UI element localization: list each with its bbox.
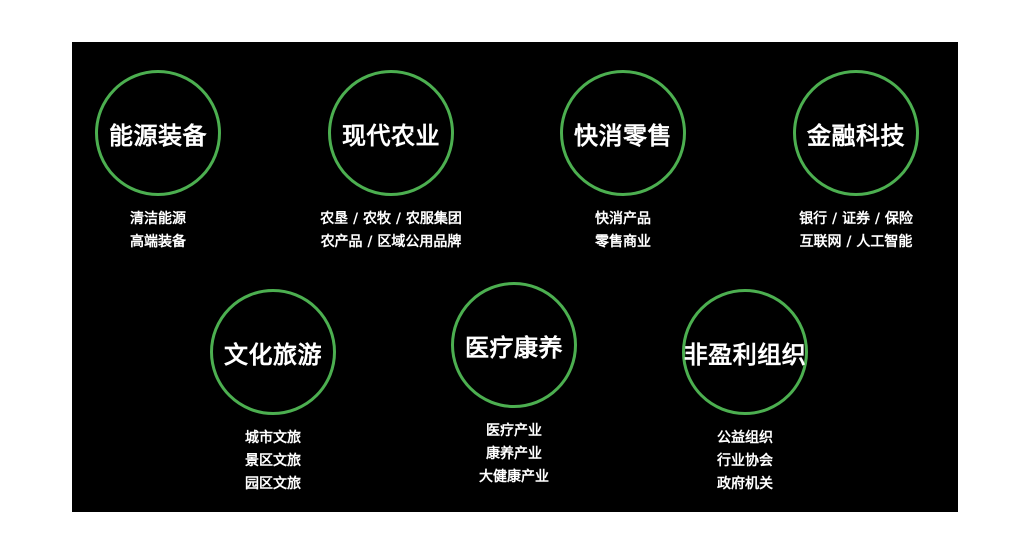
sector-item: 景区文旅 — [245, 453, 301, 469]
sector-ring: 能源装备 — [95, 70, 221, 196]
sector-fintech: 金融科技 银行 / 证券 / 保险 互联网 / 人工智能 — [736, 70, 976, 254]
sector-item: 快消产品 — [595, 211, 651, 227]
sector-item: 农产品 / 区域公用品牌 — [320, 234, 462, 250]
sector-item: 公益组织 — [717, 430, 773, 446]
sector-title: 非盈利组织 — [683, 340, 807, 369]
sector-title: 医疗康养 — [465, 333, 563, 362]
sector-title: 能源装备 — [109, 121, 207, 150]
sector-item: 高端装备 — [130, 234, 186, 250]
sector-healthcare: 医疗康养 医疗产业 康养产业 大健康产业 — [394, 282, 634, 489]
sector-ring: 金融科技 — [793, 70, 919, 196]
sector-item: 银行 / 证券 / 保险 — [799, 211, 913, 227]
sector-items: 银行 / 证券 / 保险 互联网 / 人工智能 — [736, 208, 976, 254]
sector-item: 康养产业 — [486, 446, 542, 462]
sector-item: 行业协会 — [717, 453, 773, 469]
sector-overview-panel: 能源装备 清洁能源 高端装备 现代农业 农垦 / 农牧 / 农服集团 农产品 /… — [72, 42, 958, 512]
sector-items: 医疗产业 康养产业 大健康产业 — [394, 420, 634, 489]
sector-title: 文化旅游 — [224, 340, 322, 369]
sector-item: 园区文旅 — [245, 476, 301, 492]
sector-item: 零售商业 — [595, 234, 651, 250]
sector-culture-tourism: 文化旅游 城市文旅 景区文旅 园区文旅 — [153, 289, 393, 496]
sector-title: 现代农业 — [342, 121, 440, 150]
sector-item: 政府机关 — [717, 476, 773, 492]
sector-item: 医疗产业 — [486, 423, 542, 439]
sector-title: 金融科技 — [807, 121, 905, 150]
sector-items: 公益组织 行业协会 政府机关 — [625, 427, 865, 496]
sector-items: 清洁能源 高端装备 — [38, 208, 278, 254]
sector-ring: 医疗康养 — [451, 282, 577, 408]
sector-title: 快消零售 — [574, 121, 672, 150]
sector-items: 城市文旅 景区文旅 园区文旅 — [153, 427, 393, 496]
sector-ring: 快消零售 — [560, 70, 686, 196]
sector-fmcg-retail: 快消零售 快消产品 零售商业 — [503, 70, 743, 254]
sector-item: 农垦 / 农牧 / 农服集团 — [320, 211, 462, 227]
sector-item: 城市文旅 — [245, 430, 301, 446]
sector-ring: 现代农业 — [328, 70, 454, 196]
sector-items: 快消产品 零售商业 — [503, 208, 743, 254]
sector-ring: 非盈利组织 — [682, 289, 808, 415]
sector-modern-agriculture: 现代农业 农垦 / 农牧 / 农服集团 农产品 / 区域公用品牌 — [271, 70, 511, 254]
sector-item: 互联网 / 人工智能 — [799, 234, 913, 250]
sector-energy-equipment: 能源装备 清洁能源 高端装备 — [38, 70, 278, 254]
sector-ring: 文化旅游 — [210, 289, 336, 415]
sector-items: 农垦 / 农牧 / 农服集团 农产品 / 区域公用品牌 — [271, 208, 511, 254]
sector-nonprofit: 非盈利组织 公益组织 行业协会 政府机关 — [625, 289, 865, 496]
sector-item: 大健康产业 — [479, 469, 549, 485]
sector-item: 清洁能源 — [130, 211, 186, 227]
